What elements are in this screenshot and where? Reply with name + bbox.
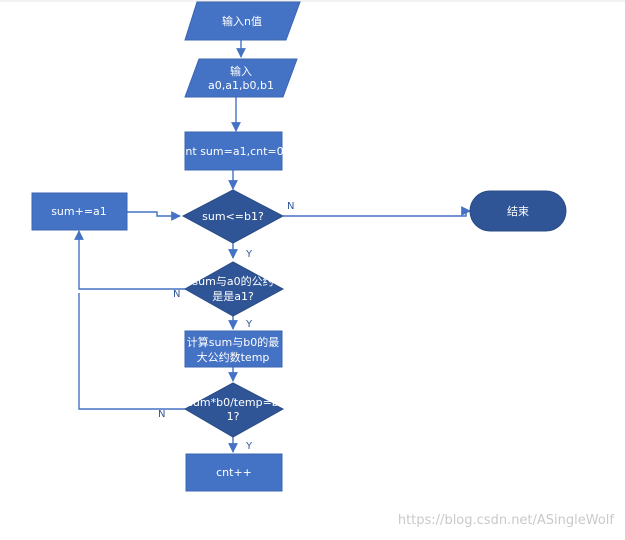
node-init-label: int sum=a1,cnt=0 bbox=[182, 145, 283, 158]
node-calc-gcd[interactable]: 计算sum与b0的最 大公约数temp bbox=[184, 330, 283, 368]
node-cond-sum-le-b1[interactable]: sum<=b1? bbox=[181, 189, 285, 244]
edge-label-cond3-no: N bbox=[158, 409, 165, 420]
node-end-label: 结束 bbox=[507, 205, 529, 218]
node-cond-sum-le-b1-label: sum<=b1? bbox=[202, 210, 264, 223]
node-cnt-increment-label: cnt++ bbox=[216, 466, 252, 479]
edge-label-cond2-no: N bbox=[173, 289, 180, 300]
node-cond-gcd[interactable]: sum与a0的公约 是是a1? bbox=[183, 261, 285, 317]
node-cond-gcd-label-1: sum与a0的公约 bbox=[192, 274, 273, 288]
node-cond-gcd-label-2: 是是a1? bbox=[212, 290, 254, 303]
edge-label-cond2-yes: Y bbox=[245, 319, 253, 330]
edge-cond1-no-to-end bbox=[283, 206, 471, 217]
node-input-values-label-2: a0,a1,b0,b1 bbox=[208, 79, 274, 92]
edge-label-cond3-yes: Y bbox=[245, 441, 253, 452]
node-input-values-label-1: 输入 bbox=[230, 64, 252, 78]
edge-cond2-no-to-sum-inc bbox=[74, 230, 185, 290]
edge-label-cond1-no: N bbox=[287, 201, 294, 212]
node-cnt-increment[interactable]: cnt++ bbox=[185, 453, 283, 492]
watermark-text: https://blog.csdn.net/ASingleWolf bbox=[398, 513, 615, 528]
node-calc-gcd-label-2: 大公约数temp bbox=[197, 350, 270, 364]
node-calc-gcd-label-1: 计算sum与b0的最 bbox=[187, 335, 279, 349]
edge-sum-inc-to-cond1 bbox=[127, 211, 181, 221]
node-input-n[interactable]: 输入n值 bbox=[184, 1, 301, 41]
edge-cond3-no-to-sum-inc bbox=[78, 293, 185, 410]
node-init[interactable]: int sum=a1,cnt=0 bbox=[182, 131, 284, 171]
node-sum-increment[interactable]: sum+=a1 bbox=[31, 192, 128, 231]
node-end[interactable]: 结束 bbox=[469, 190, 567, 232]
edge-label-cond1-yes: Y bbox=[245, 249, 253, 260]
node-cond-lcm[interactable]: sum*b0/temp=b 1? bbox=[183, 382, 285, 438]
node-sum-increment-label: sum+=a1 bbox=[51, 205, 107, 218]
node-input-n-label: 输入n值 bbox=[222, 14, 262, 28]
node-cond-lcm-label-2: 1? bbox=[227, 410, 240, 423]
node-input-values[interactable]: 输入 a0,a1,b0,b1 bbox=[184, 58, 298, 98]
node-cond-lcm-label-1: sum*b0/temp=b bbox=[187, 396, 279, 409]
